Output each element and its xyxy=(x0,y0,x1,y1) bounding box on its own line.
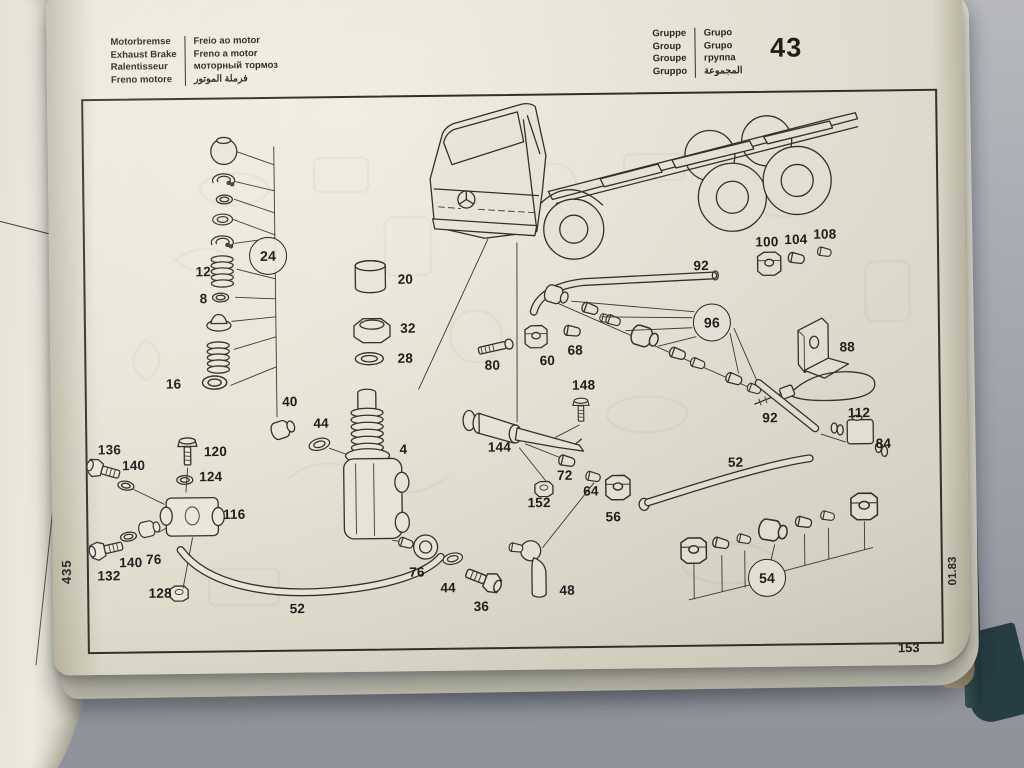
part-callout: 92 xyxy=(693,258,710,274)
fitting-set-54 xyxy=(680,492,879,601)
part-callout: 88 xyxy=(839,339,856,355)
part-callout: 120 xyxy=(203,443,228,460)
part-callout: 140 xyxy=(119,554,143,571)
part-callout: 100 xyxy=(755,234,779,250)
part-callout: 124 xyxy=(199,469,223,485)
page-header-group: Gruppe Group Groupe Gruppo Grupo Grupo г… xyxy=(652,26,802,78)
subject-ru: моторный тормоз xyxy=(193,59,279,72)
group-ru: группа xyxy=(703,52,736,64)
part-callout: 148 xyxy=(572,377,596,393)
part-callout: 132 xyxy=(97,568,121,584)
subject-languages-right: Freio ao motor Freno a motor моторный то… xyxy=(184,34,279,87)
part-callout: 140 xyxy=(121,457,146,474)
part-callout: 80 xyxy=(484,357,501,373)
subject-fr: Ralentisseur xyxy=(110,61,168,73)
control-valve-assembly xyxy=(268,260,410,540)
part-callout: 60 xyxy=(539,352,556,369)
part-callout: 92 xyxy=(762,410,778,426)
part-callout: 16 xyxy=(165,376,182,392)
part-callout: 108 xyxy=(813,226,837,242)
relay-block-assembly xyxy=(83,437,225,602)
part-group-callout: 24 xyxy=(248,236,288,276)
right-edge-code: 01.83 xyxy=(946,556,960,586)
part-callout: 84 xyxy=(875,435,892,452)
part-callout: 112 xyxy=(847,405,871,421)
part-callout: 40 xyxy=(282,394,298,410)
group-de: Gruppe xyxy=(652,27,687,40)
subject-de: Motorbremse xyxy=(110,36,171,48)
right-hose-group xyxy=(604,454,814,511)
part-callout: 48 xyxy=(559,582,575,598)
part-callout: 76 xyxy=(409,564,425,580)
part-callout: 52 xyxy=(727,454,744,470)
group-ar: المجموعة xyxy=(704,64,743,77)
part-callout: 44 xyxy=(313,415,329,431)
part-callout: 104 xyxy=(784,231,808,248)
part-group-callout: 96 xyxy=(692,303,732,342)
upper-fittings xyxy=(477,312,614,355)
subject-languages-left: Motorbremse Exhaust Brake Ralentisseur F… xyxy=(110,36,177,87)
subject-it: Freno motore xyxy=(110,73,173,86)
subject-en: Exhaust Brake xyxy=(110,48,177,61)
group-languages-left: Gruppe Group Groupe Gruppo xyxy=(652,28,687,79)
page-header-subject: Motorbremse Exhaust Brake Ralentisseur F… xyxy=(110,34,279,87)
part-callout: 64 xyxy=(583,483,599,499)
subject-ar: فرملة الموتور xyxy=(193,72,248,85)
part-callout: 52 xyxy=(289,601,306,617)
part-callout: 152 xyxy=(527,494,551,511)
group-fr: Groupe xyxy=(652,52,687,65)
part-callout: 144 xyxy=(487,439,512,455)
catalog-page: Motorbremse Exhaust Brake Ralentisseur F… xyxy=(45,0,971,676)
part-callout: 12 xyxy=(195,264,212,280)
exploded-diagram-svg xyxy=(83,102,912,607)
part-callout: 72 xyxy=(556,467,573,483)
mounting-hardware xyxy=(754,317,889,458)
group-pt: Grupo xyxy=(703,27,733,39)
part-callout: 36 xyxy=(473,598,490,614)
group-languages-right: Grupo Grupo группа المجموعة xyxy=(694,27,743,78)
page-number: 153 xyxy=(897,639,920,656)
part-callout: 28 xyxy=(397,350,414,366)
part-callout: 128 xyxy=(148,585,172,601)
group-it: Gruppo xyxy=(652,65,688,77)
part-callout: 116 xyxy=(222,506,246,522)
subject-es: Freno a motor xyxy=(193,47,258,60)
part-group-callout: 54 xyxy=(747,558,787,598)
knob-parts-column xyxy=(201,136,278,418)
part-callout: 32 xyxy=(400,320,416,336)
part-callout: 68 xyxy=(567,342,584,358)
left-edge-code: 435 xyxy=(58,559,75,585)
part-callout: 56 xyxy=(605,509,622,525)
part-callout: 20 xyxy=(397,271,414,287)
group-es: Grupo xyxy=(703,39,733,52)
part-callout: 8 xyxy=(199,291,208,307)
part-callout: 76 xyxy=(145,551,162,567)
part-callout: 136 xyxy=(97,442,122,458)
group-en: Group xyxy=(652,40,682,52)
part-callout: 44 xyxy=(440,580,456,596)
truck-illustration xyxy=(418,102,859,423)
part-callout: 4 xyxy=(399,441,408,457)
lever-assembly xyxy=(462,397,602,498)
group-number: 43 xyxy=(770,32,803,63)
hose-and-banjo-group xyxy=(176,482,595,598)
fitting-set-96 xyxy=(541,282,763,396)
subject-pt: Freio ao motor xyxy=(193,35,261,47)
